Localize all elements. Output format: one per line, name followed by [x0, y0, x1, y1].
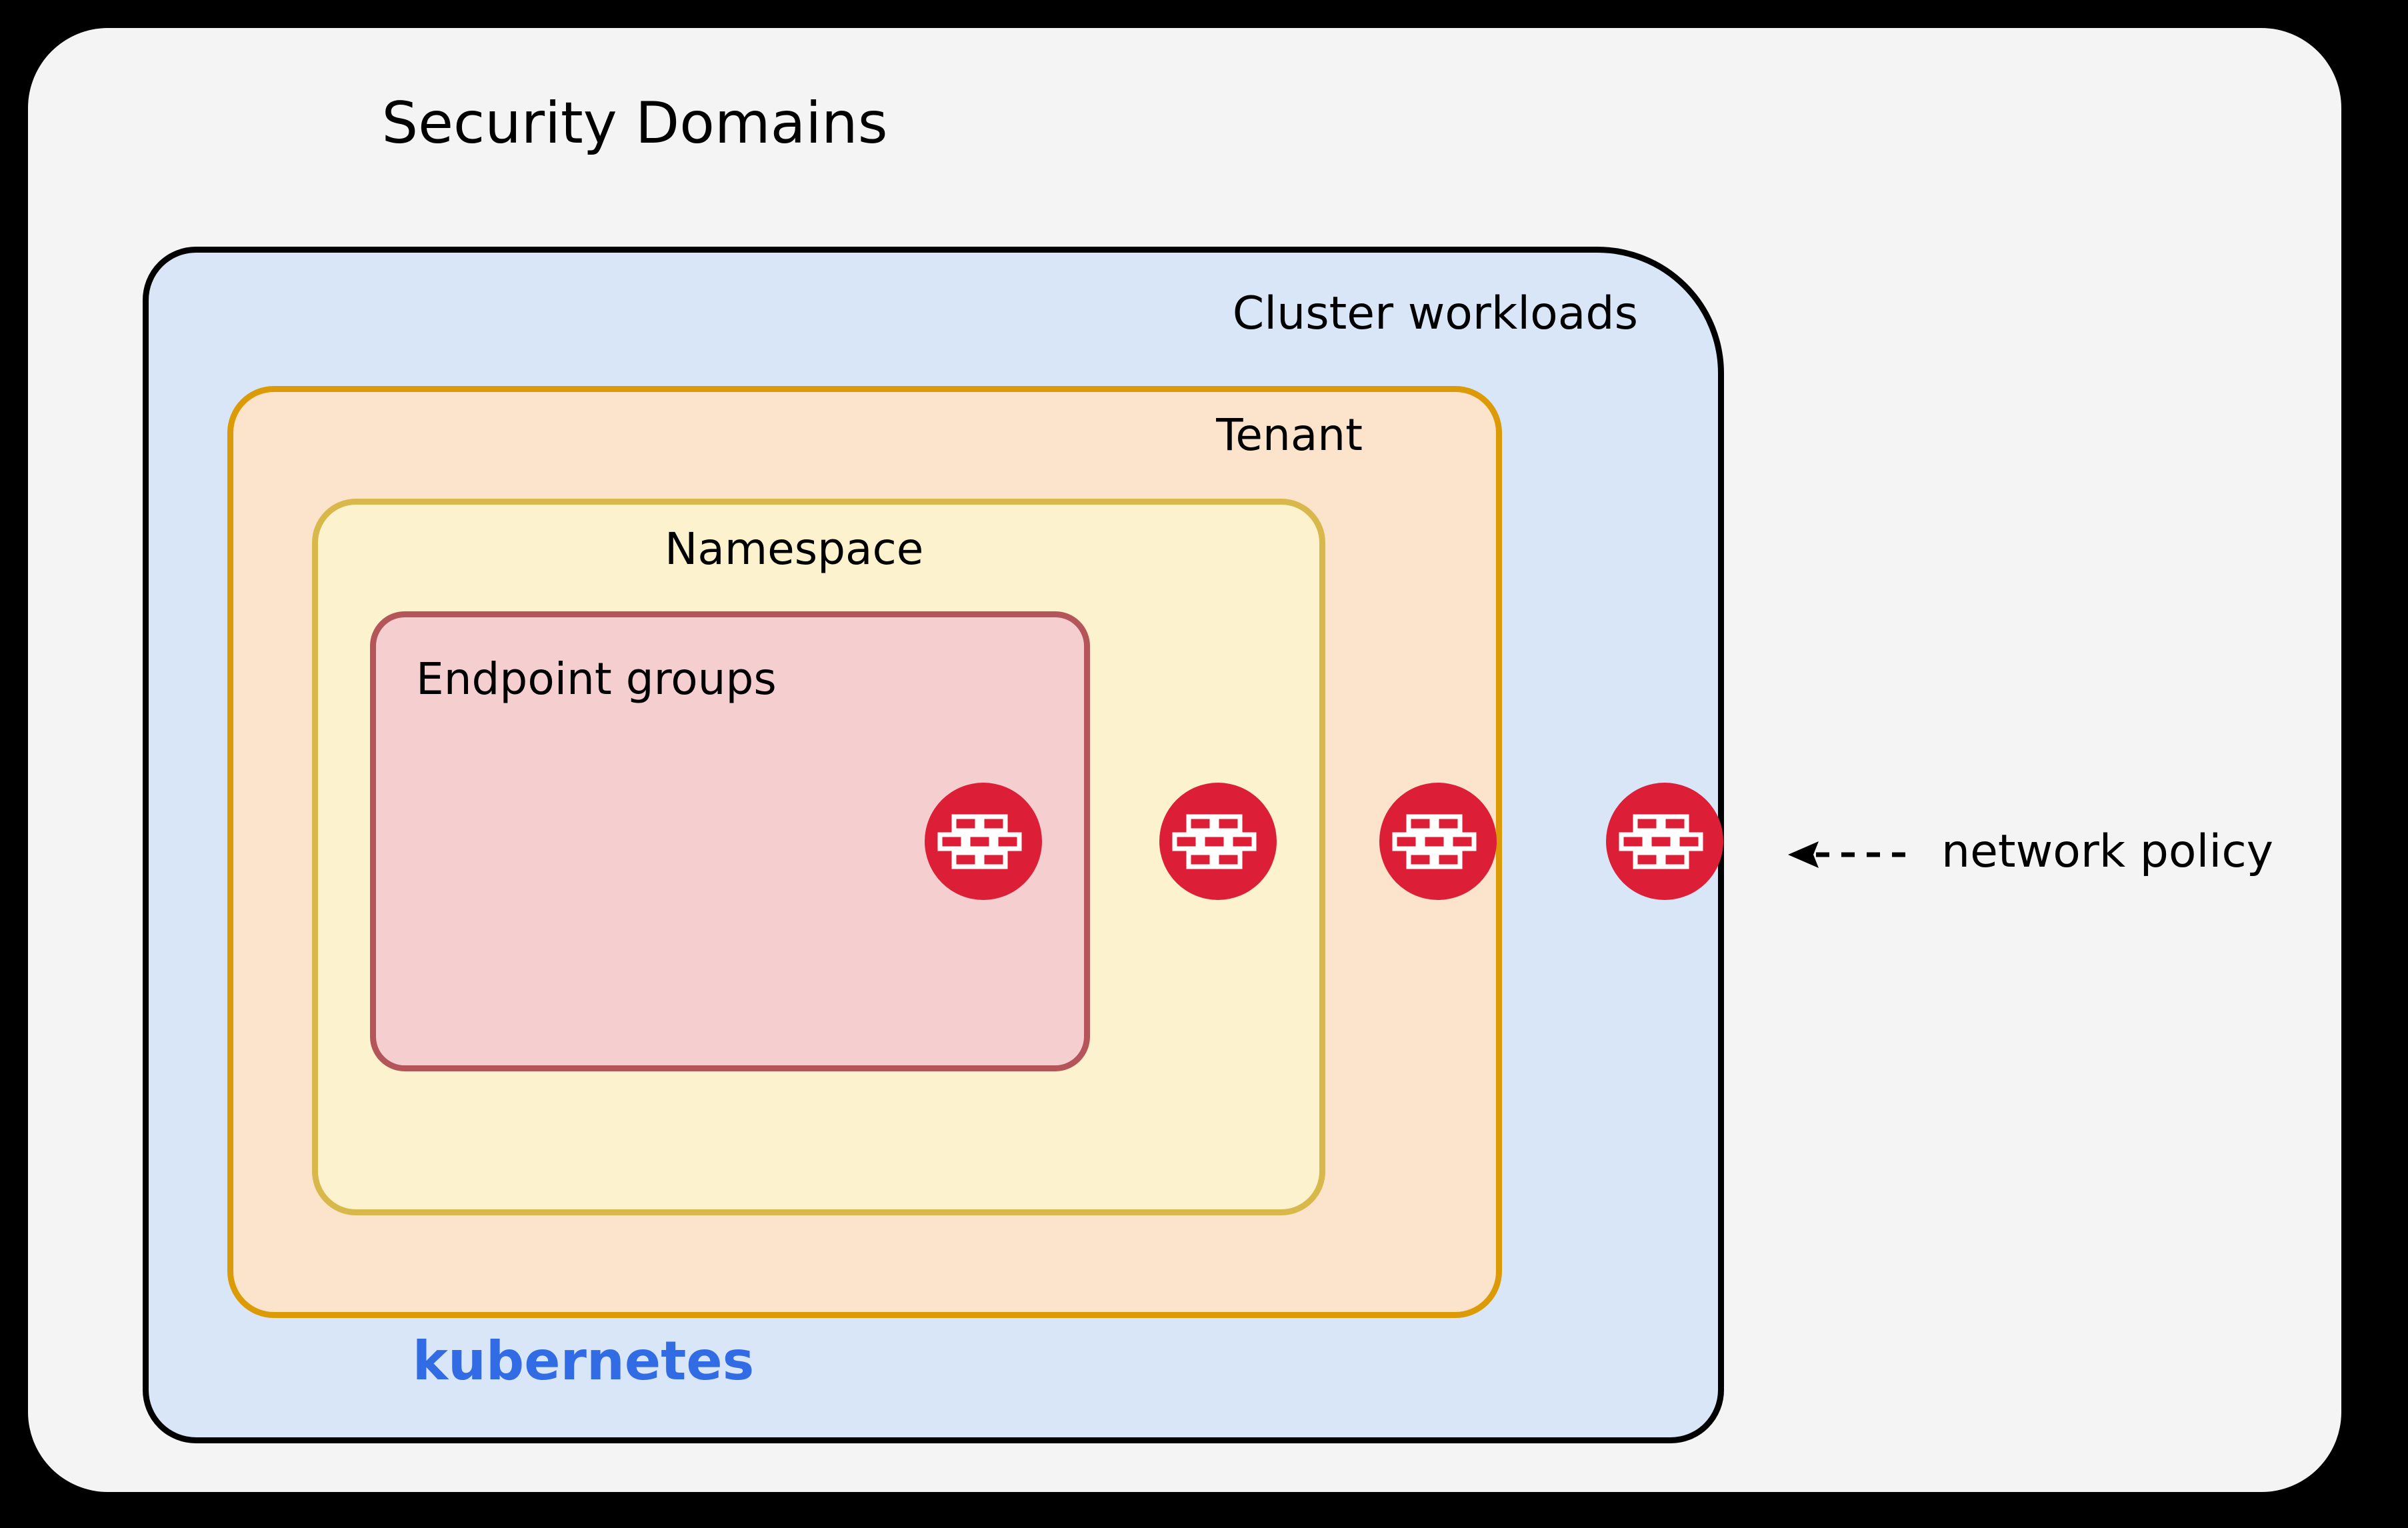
firewall-icon-tenant-boundary — [1379, 783, 1497, 900]
tenant-label: Tenant — [1216, 409, 1363, 461]
network-policy-label: network policy — [1941, 825, 2273, 878]
security-domains-panel: Security Domains Cluster workloads Tenan… — [28, 28, 2341, 1492]
firewall-icon-cluster-boundary — [1606, 783, 1723, 900]
kubernetes-wordmark-text: kubernetes — [412, 1330, 755, 1392]
endpoint-groups-label: Endpoint groups — [416, 653, 777, 705]
network-policy-arrow-icon — [1788, 835, 1915, 875]
security-domains-title-text: Security Domains — [381, 90, 888, 157]
tenant-box: Tenant Namespace Endpoint groups — [227, 386, 1502, 1318]
kubernetes-wordmark: kubernetes — [149, 1330, 1718, 1392]
firewall-icon-endpoint-boundary — [925, 783, 1042, 900]
cluster-workloads-label: Cluster workloads — [1232, 287, 1638, 340]
security-domains-title: Security Domains — [28, 95, 2341, 152]
firewall-icon-namespace-boundary — [1159, 783, 1277, 900]
namespace-label: Namespace — [665, 523, 924, 575]
